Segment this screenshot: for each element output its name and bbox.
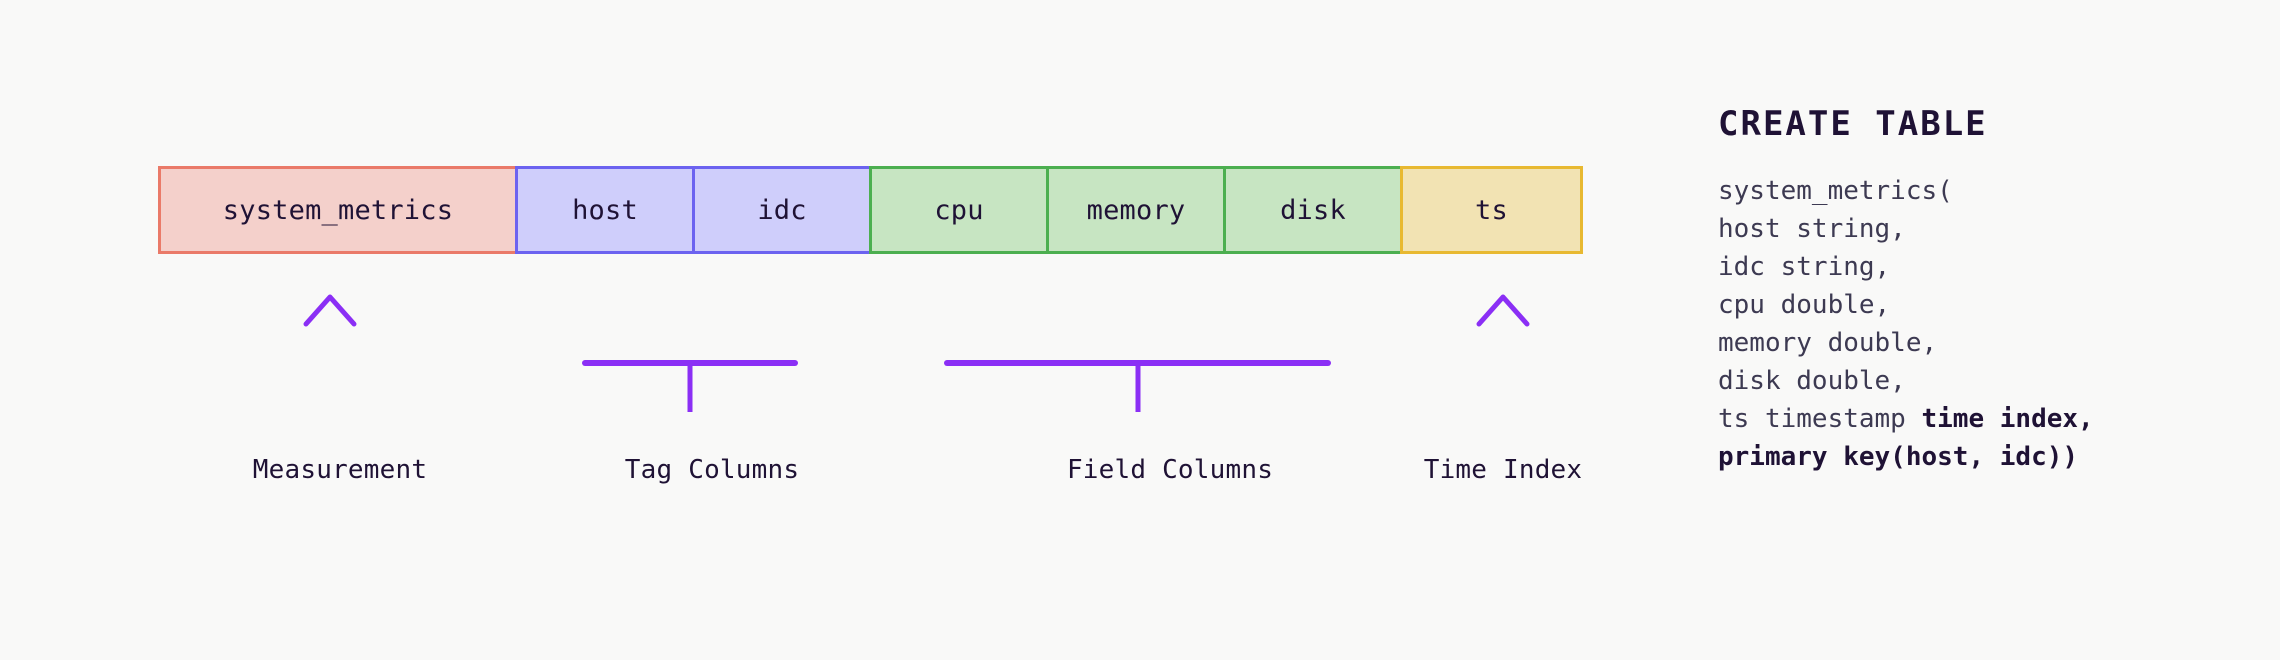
schema-cell-label: disk (1280, 194, 1346, 226)
schema-cell-label: ts (1475, 194, 1508, 226)
sql-line-8-keyword: primary key(host, idc)) (1718, 442, 2079, 472)
schema-cell-label: host (572, 194, 638, 226)
schema-cell-memory: memory (1046, 166, 1226, 254)
create-table-sql-body: system_metrics( host string, idc string,… (1718, 172, 2094, 476)
create-table-panel: CREATE TABLE system_metrics( host string… (1718, 104, 2094, 476)
schema-cell-disk: disk (1223, 166, 1403, 254)
schema-cell-label: system_metrics (222, 194, 454, 226)
sql-line-4: cpu double, (1718, 290, 1891, 320)
schema-cell-ts: ts (1400, 166, 1583, 254)
field-columns-bracket-icon (944, 298, 1331, 412)
schema-cell-label: memory (1086, 194, 1186, 226)
sql-line-5: memory double, (1718, 328, 1938, 358)
annotation-label-measurement: Measurement (252, 455, 428, 485)
annotation-label-tag-columns: Tag Columns (624, 455, 800, 485)
schema-cell-host: host (515, 166, 695, 254)
tag-columns-bracket-icon (582, 298, 798, 412)
schema-column-strip: system_metrics host idc cpu memory disk … (158, 166, 1583, 254)
sql-line-3: idc string, (1718, 252, 1891, 282)
schema-cell-label: idc (757, 194, 807, 226)
sql-line-7-keyword: time index, (1921, 404, 2094, 434)
schema-cell-idc: idc (692, 166, 872, 254)
annotation-label-time-index: Time Index (1423, 455, 1583, 485)
schema-cell-label: cpu (934, 194, 984, 226)
sql-line-1: system_metrics( (1718, 176, 1953, 206)
measurement-arrow-icon (303, 294, 357, 415)
sql-line-6: disk double, (1718, 366, 1906, 396)
sql-line-7-plain: ts timestamp (1718, 404, 1922, 434)
annotation-label-field-columns: Field Columns (1066, 455, 1274, 485)
schema-cell-measurement: system_metrics (158, 166, 518, 254)
time-index-arrow-icon (1476, 294, 1530, 415)
sql-line-2: host string, (1718, 214, 1906, 244)
create-table-heading: CREATE TABLE (1718, 104, 1988, 144)
schema-cell-cpu: cpu (869, 166, 1049, 254)
